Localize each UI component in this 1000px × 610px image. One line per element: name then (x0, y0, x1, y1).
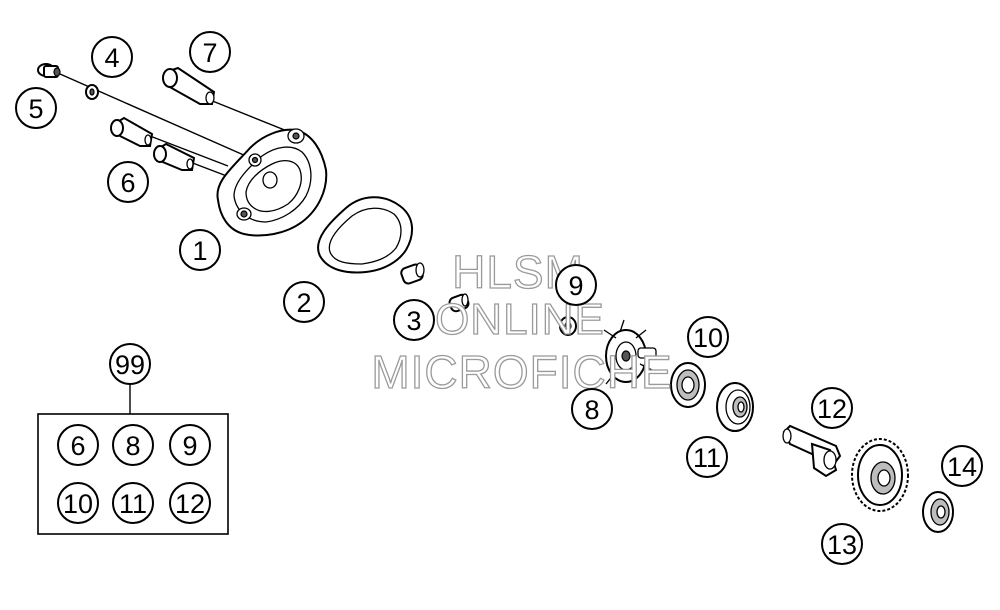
kit-item-10-label: 10 (63, 489, 93, 519)
callout-13-label: 13 (827, 530, 857, 560)
callout-13: 13 (821, 523, 863, 565)
kit-item-12: 12 (169, 482, 211, 524)
callout-4-circle (91, 36, 133, 78)
callout-99-circle (109, 343, 151, 385)
callout-14-circle (941, 445, 983, 487)
part-nut-5 (37, 63, 61, 78)
callout-99: 99 (109, 343, 151, 385)
watermark-line3: MICROFICHE (371, 346, 672, 398)
callout-12-circle (811, 387, 853, 429)
callout-3-circle (393, 299, 435, 341)
callout-99-label: 99 (115, 350, 145, 380)
callout-12-label: 12 (817, 394, 847, 424)
callout-1: 1 (179, 229, 221, 271)
kit-item-12-circle (169, 482, 211, 524)
callout-7-label: 7 (202, 38, 217, 68)
kit-item-10-circle (57, 482, 99, 524)
kit-item-9-label: 9 (182, 431, 197, 461)
part-bolt-7 (162, 66, 216, 105)
callout-1-circle (179, 229, 221, 271)
callout-5-label: 5 (28, 94, 43, 124)
part-bearing-14 (922, 491, 954, 533)
callout-3: 3 (393, 299, 435, 341)
watermark-line2: ONLINE (435, 295, 605, 344)
part-bearing-10 (670, 362, 706, 408)
callout-11a-label: 11 (693, 443, 721, 473)
part-dowel-3b (448, 293, 470, 313)
callout-4-label: 4 (104, 43, 119, 73)
bolt-guide-line-7 (209, 99, 293, 134)
kit-item-9-circle (169, 424, 211, 466)
callout-9-label: 9 (568, 271, 583, 301)
part-dowel-3a (400, 262, 425, 285)
callout-2-circle (283, 281, 325, 323)
callout-4: 4 (91, 36, 133, 78)
callout-2: 2 (283, 281, 325, 323)
kit-item-11-label: 11 (119, 489, 147, 519)
kit-item-12-label: 12 (175, 489, 205, 519)
callout-5: 5 (15, 87, 57, 129)
part-shaft-12 (782, 424, 842, 478)
callout-1-label: 1 (192, 236, 207, 266)
part-gear-13 (851, 438, 909, 512)
callout-3-label: 3 (406, 306, 421, 336)
callout-9-circle (555, 264, 597, 306)
part-gasket-2 (317, 196, 413, 274)
callout-7: 7 (189, 31, 231, 73)
kit-item-8-label: 8 (125, 431, 140, 461)
callout-2-label: 2 (296, 288, 311, 318)
part-seal-9 (559, 316, 577, 336)
part-pump-cover-1 (216, 128, 328, 237)
watermark: HLSM ONLINE MICROFICHE (371, 245, 673, 398)
callout-9: 9 (555, 264, 597, 306)
kit-item-8: 8 (112, 424, 154, 466)
kit-item-6-circle (57, 424, 99, 466)
part-washer-4 (85, 84, 99, 100)
callout-6: 6 (107, 161, 149, 203)
callout-13-circle (821, 523, 863, 565)
callout-7-circle (189, 31, 231, 73)
callout-10: 10 (687, 316, 729, 358)
kit-item-11-circle (112, 482, 154, 524)
part-bolt-6b (153, 142, 196, 171)
callout-10-label: 10 (693, 323, 723, 353)
callout-8: 8 (571, 388, 613, 430)
kit-item-11: 11 (112, 482, 154, 524)
callout-11a-circle (686, 436, 728, 478)
kit-item-8-circle (112, 424, 154, 466)
callout-10-circle (687, 316, 729, 358)
callout-8-label: 8 (584, 395, 599, 425)
kit-item-6-label: 6 (70, 431, 85, 461)
part-bearing-11 (716, 382, 754, 432)
callout-11a: 11 (686, 436, 728, 478)
kit-item-9: 9 (169, 424, 211, 466)
callout-14-label: 14 (947, 452, 977, 482)
callout-12: 12 (811, 387, 853, 429)
kit-item-6: 6 (57, 424, 99, 466)
callout-14: 14 (941, 445, 983, 487)
bolt-guide-line-6a (149, 135, 229, 167)
callout-5-circle (15, 87, 57, 129)
kit-item-10: 10 (57, 482, 99, 524)
part-impeller-8 (603, 319, 657, 385)
callout-6-label: 6 (120, 168, 135, 198)
callout-8-circle (571, 388, 613, 430)
callout-6-circle (107, 161, 149, 203)
part-bolt-6a (110, 116, 154, 147)
